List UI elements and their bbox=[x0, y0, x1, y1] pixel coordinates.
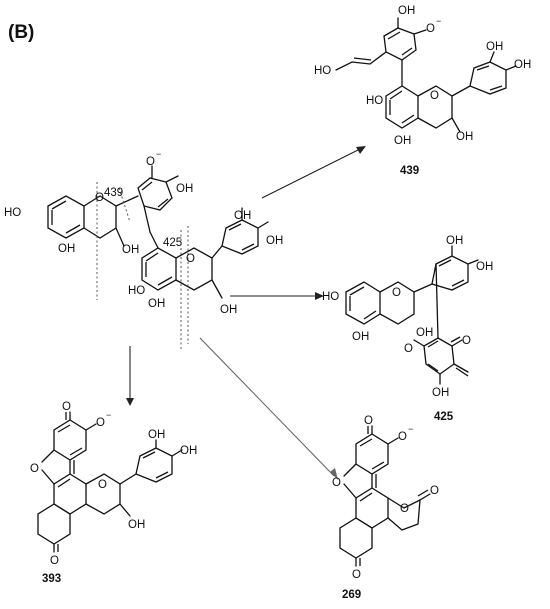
p269-o-charge: − bbox=[408, 424, 413, 434]
p439-oh-top: OH bbox=[398, 5, 415, 17]
product-393-structure bbox=[37, 411, 183, 553]
p439-o-anion: O bbox=[426, 23, 435, 35]
parent-ho-left: HO bbox=[4, 207, 21, 219]
p439-oh-b2: OH bbox=[514, 59, 531, 71]
p393-oh-b1: OH bbox=[148, 429, 165, 441]
p393-o-anion: O bbox=[96, 417, 105, 429]
parent-molecule bbox=[47, 165, 269, 350]
p425-oh-c3: OH bbox=[416, 327, 433, 339]
product-439-structure bbox=[335, 17, 517, 133]
product-269-structure bbox=[339, 425, 431, 567]
p393-oh-c3: OH bbox=[128, 519, 145, 531]
product-label-269: 269 bbox=[342, 589, 361, 601]
p269-o-furan: O bbox=[332, 477, 341, 489]
p439-oh-a-lower: OH bbox=[394, 135, 411, 147]
parent-oh-bprime-1: OH bbox=[234, 210, 251, 222]
p393-o-bottom: O bbox=[50, 555, 59, 567]
parent-oh-bprime-2: OH bbox=[266, 235, 283, 247]
p425-oh-a-lower: OH bbox=[352, 331, 369, 343]
p269-o-carbonyl: O bbox=[430, 485, 439, 497]
parent-oh-c3: OH bbox=[122, 244, 139, 256]
p269-o-top: O bbox=[364, 415, 373, 427]
parent-mark-425: 425 bbox=[163, 237, 182, 249]
p425-o-quinone: O bbox=[462, 335, 471, 347]
p269-o-bottom: O bbox=[352, 569, 361, 581]
p425-o-ether: O bbox=[404, 343, 413, 355]
parent-o-anion: O bbox=[146, 156, 155, 168]
p439-o-ring: O bbox=[430, 90, 439, 102]
parent-o-ring-lower: O bbox=[186, 253, 195, 265]
p425-oh-b1: OH bbox=[446, 235, 463, 247]
panel-label: (B) bbox=[8, 22, 34, 43]
p393-oh-b2: OH bbox=[180, 445, 197, 457]
p425-oh-bottom: OH bbox=[432, 387, 449, 399]
product-425-structure bbox=[345, 245, 479, 385]
p439-oh-c3: OH bbox=[456, 131, 473, 143]
parent-oh-a: OH bbox=[58, 243, 75, 255]
parent-oh-b: OH bbox=[176, 183, 193, 195]
parent-o-charge: − bbox=[156, 149, 161, 159]
p393-o-charge: − bbox=[106, 410, 111, 420]
parent-oh-c3-lower: OH bbox=[220, 304, 237, 316]
parent-mark-439: 439 bbox=[104, 187, 123, 199]
p439-ho-a: HO bbox=[366, 95, 383, 107]
p269-o-anion: O bbox=[398, 431, 407, 443]
product-label-393: 393 bbox=[42, 573, 61, 585]
p393-o-furan: O bbox=[30, 463, 39, 475]
parent-oh-lower: OH bbox=[148, 298, 165, 310]
p439-ho-vinyl: HO bbox=[314, 65, 331, 77]
product-label-425: 425 bbox=[434, 411, 454, 423]
parent-o-ring-c: O bbox=[95, 192, 104, 204]
p425-oh-b2: OH bbox=[476, 261, 493, 273]
p425-ho-a: HO bbox=[322, 291, 339, 303]
p269-o-lactone: O bbox=[400, 503, 409, 515]
p393-o-top: O bbox=[62, 401, 71, 413]
product-label-439: 439 bbox=[400, 165, 419, 177]
parent-ho-lower: HO bbox=[128, 285, 145, 297]
reaction-arrows bbox=[126, 146, 366, 480]
p425-o-ring: O bbox=[392, 287, 401, 299]
p393-o-ring: O bbox=[98, 479, 107, 491]
p439-o-charge: − bbox=[436, 16, 441, 26]
p439-oh-b1: OH bbox=[486, 41, 503, 53]
